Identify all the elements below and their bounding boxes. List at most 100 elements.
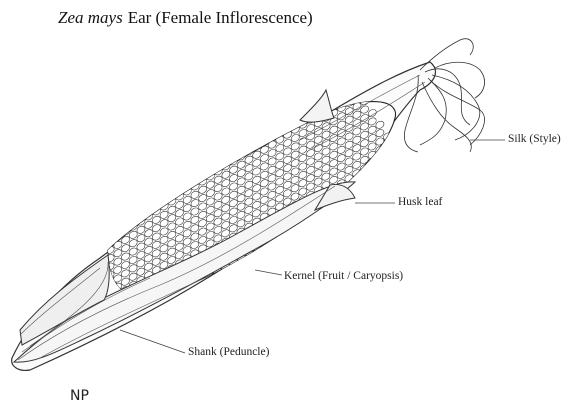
kernel (151, 190, 162, 200)
kernel (213, 133, 224, 143)
kernel (221, 128, 232, 138)
kernel (190, 148, 201, 158)
kernel (290, 99, 301, 109)
kernel (198, 143, 209, 153)
kernel (282, 121, 293, 131)
kernel (228, 139, 239, 149)
silk-strand (432, 75, 480, 140)
kernel (143, 178, 154, 188)
kernel (244, 138, 255, 148)
kernel (228, 123, 239, 133)
kernel (236, 118, 247, 128)
kernel (143, 203, 154, 213)
kernel (306, 73, 317, 83)
kernel (97, 208, 108, 218)
kernel (298, 86, 309, 96)
kernel (344, 73, 355, 83)
kernel (244, 113, 255, 123)
kernel (221, 153, 232, 163)
kernel (382, 156, 393, 166)
kernel (282, 104, 293, 114)
kernel (167, 171, 178, 181)
label-shank: Shank (Peduncle) (188, 346, 269, 358)
kernel (344, 81, 355, 91)
kernel (267, 114, 278, 124)
kernel (259, 111, 270, 121)
kernel (120, 193, 131, 203)
kernel (251, 133, 262, 143)
kernel (321, 79, 332, 89)
kernel (336, 69, 347, 79)
kernel (167, 163, 178, 173)
kernel (236, 126, 247, 136)
kernel (143, 195, 154, 205)
kernel (298, 94, 309, 104)
kernel (329, 58, 340, 68)
kernel (352, 84, 363, 94)
kernel (120, 218, 131, 228)
kernel (174, 166, 185, 176)
kernel (159, 185, 170, 195)
kernel (305, 89, 316, 99)
kernel (197, 159, 208, 169)
kernel (336, 61, 347, 71)
kernel (259, 103, 270, 113)
label-husk-leaf: Husk leaf (398, 196, 442, 208)
kernel (313, 84, 324, 94)
kernel (367, 166, 378, 176)
kernel (321, 63, 332, 73)
kernel (267, 123, 278, 133)
kernel (251, 124, 262, 134)
kernel (290, 116, 301, 126)
kernel (167, 188, 178, 198)
kernel (313, 68, 324, 78)
kernel (151, 198, 162, 208)
kernel (182, 169, 193, 179)
kernel (282, 96, 293, 106)
kernel (275, 118, 286, 128)
kernel (213, 158, 224, 168)
kernel (275, 109, 286, 119)
kernel (321, 71, 332, 81)
kernel (221, 144, 232, 154)
kernel (190, 164, 201, 174)
kernel (89, 213, 100, 223)
kernel (190, 156, 201, 166)
kernel (128, 213, 139, 223)
kernel (182, 161, 193, 171)
kernel (174, 183, 185, 193)
kernel (89, 230, 100, 240)
kernel (244, 121, 255, 131)
kernel (390, 143, 401, 153)
label-kernel: Kernel (Fruit / Caryopsis) (284, 270, 403, 282)
kernel (305, 81, 316, 91)
shank-leader-line (120, 330, 185, 353)
kernel (190, 173, 201, 183)
kernel (244, 129, 255, 139)
kernel (159, 176, 170, 186)
kernel (151, 173, 162, 183)
kernel (205, 163, 216, 173)
kernel (82, 218, 93, 228)
husk-leaf-top (300, 90, 334, 122)
kernel (136, 191, 147, 201)
kernel (228, 148, 239, 158)
kernel-leader-line (255, 270, 282, 275)
kernel (136, 183, 147, 193)
kernel (382, 148, 393, 158)
kernel (128, 196, 139, 206)
kernel (89, 246, 100, 256)
kernel (236, 143, 247, 153)
kernel (97, 225, 108, 235)
kernel (74, 223, 85, 233)
kernel (113, 206, 124, 216)
kernel (298, 103, 309, 113)
silk-strand (435, 62, 485, 98)
kernel (105, 211, 116, 221)
kernel (136, 200, 147, 210)
kernel (236, 134, 247, 144)
kernel (359, 172, 370, 182)
kernel (259, 128, 270, 138)
kernel (89, 238, 100, 248)
